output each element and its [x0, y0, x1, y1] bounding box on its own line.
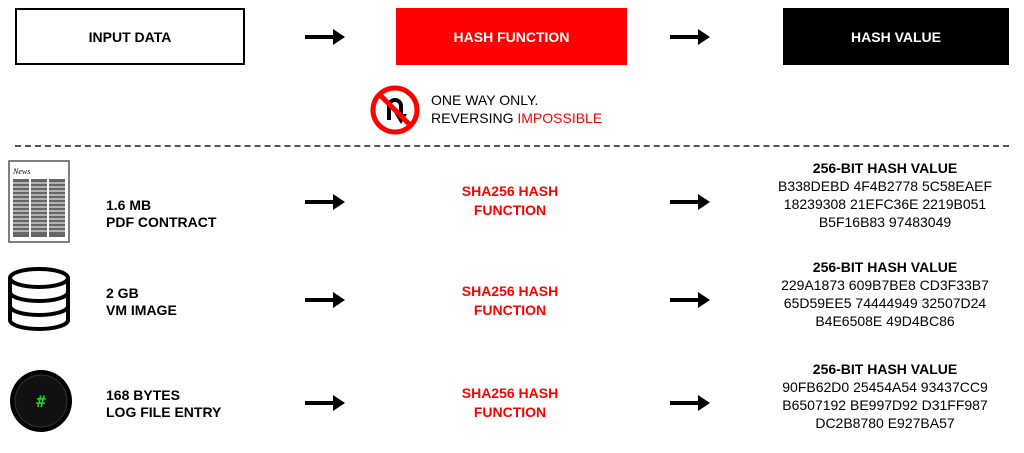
terminal-hash-text: # — [36, 392, 46, 411]
hash-title: 256-BIT HASH VALUE — [812, 361, 958, 377]
dashed-divider — [15, 145, 1009, 147]
hash-line: 18239308 21EFC36E 2219B051 — [783, 196, 987, 212]
sha256-function-label: SHA256 HASH FUNCTION — [400, 182, 620, 220]
function-line-1: SHA256 HASH — [461, 385, 559, 401]
hash-line: 90FB62D0 25454A54 93437CC9 — [782, 379, 988, 395]
newspaper-icon-text: News — [12, 167, 30, 176]
arrow-icon — [305, 292, 345, 308]
hash-line: 65D59EE5 74444949 32507D24 — [783, 295, 987, 311]
hash-line: B5F16B83 97483049 — [818, 214, 952, 230]
database-icon — [8, 267, 70, 331]
note-line-2: REVERSING IMPOSSIBLE — [431, 109, 602, 127]
function-line-2: FUNCTION — [473, 404, 547, 420]
arrow-icon — [670, 29, 710, 45]
arrow-icon — [670, 395, 710, 411]
hash-output-log: 256-BIT HASH VALUE 90FB62D0 25454A54 934… — [740, 360, 1024, 432]
sha256-function-label: SHA256 HASH FUNCTION — [400, 384, 620, 422]
terminal-hash-icon: # — [10, 370, 72, 432]
note-prefix: REVERSING — [431, 110, 518, 126]
hash-line: B6507192 BE997D92 D31FF987 — [782, 397, 988, 413]
row-label-log: 168 BYTES LOG FILE ENTRY — [106, 387, 221, 421]
input-size: 1.6 MB — [106, 197, 152, 213]
arrow-icon — [670, 194, 710, 210]
function-line-2: FUNCTION — [473, 202, 547, 218]
sha256-function-label: SHA256 HASH FUNCTION — [400, 282, 620, 320]
input-type: LOG FILE ENTRY — [106, 404, 222, 420]
input-type: VM IMAGE — [106, 302, 177, 318]
row-label-vm: 2 GB VM IMAGE — [106, 285, 177, 319]
input-data-label: INPUT DATA — [88, 28, 172, 45]
hash-output-vm: 256-BIT HASH VALUE 229A1873 609B7BE8 CD3… — [740, 258, 1024, 330]
row-label-pdf: 1.6 MB PDF CONTRACT — [106, 197, 216, 231]
one-way-note: ONE WAY ONLY. REVERSING IMPOSSIBLE — [431, 91, 602, 127]
arrow-icon — [670, 292, 710, 308]
arrow-icon — [305, 29, 345, 45]
input-type: PDF CONTRACT — [106, 214, 217, 230]
arrow-icon — [305, 395, 345, 411]
function-line-1: SHA256 HASH — [461, 183, 559, 199]
arrow-icon — [305, 194, 345, 210]
hash-value-box: HASH VALUE — [783, 8, 1009, 65]
input-size: 168 BYTES — [106, 387, 180, 403]
hash-title: 256-BIT HASH VALUE — [812, 160, 958, 176]
no-u-turn-icon — [370, 85, 420, 135]
hash-title: 256-BIT HASH VALUE — [812, 259, 958, 275]
hash-line: B4E6508E 49D4BC86 — [815, 313, 955, 329]
hash-line: DC2B8780 E927BA57 — [815, 415, 955, 431]
newspaper-icon: News — [8, 160, 70, 243]
note-line-1: ONE WAY ONLY. — [431, 92, 539, 108]
hash-output-pdf: 256-BIT HASH VALUE B338DEBD 4F4B2778 5C5… — [740, 159, 1024, 231]
function-line-1: SHA256 HASH — [461, 283, 559, 299]
note-highlight: IMPOSSIBLE — [517, 110, 603, 126]
function-line-2: FUNCTION — [473, 302, 547, 318]
input-size: 2 GB — [106, 285, 139, 301]
hash-value-label: HASH VALUE — [851, 28, 941, 45]
hash-function-box: HASH FUNCTION — [396, 8, 627, 65]
hash-line: B338DEBD 4F4B2778 5C58EAEF — [777, 178, 992, 194]
hash-line: 229A1873 609B7BE8 CD3F33B7 — [781, 277, 989, 293]
hash-function-label: HASH FUNCTION — [453, 28, 570, 45]
input-data-box: INPUT DATA — [15, 8, 245, 65]
